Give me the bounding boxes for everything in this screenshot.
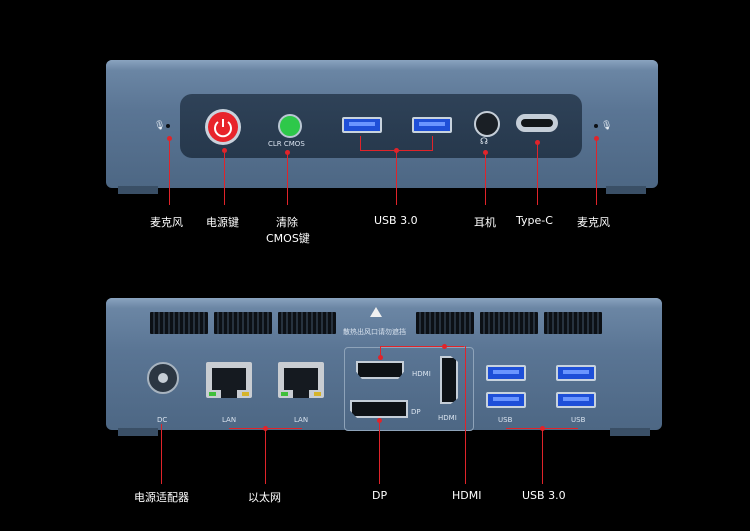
- back-usb-port-1[interactable]: [486, 365, 526, 381]
- warning-icon: [370, 307, 382, 317]
- clear-cmos-button[interactable]: [278, 114, 302, 138]
- callout-line-hdmi-top: [444, 346, 464, 347]
- usb2-text: USB: [571, 416, 586, 424]
- callout-dot-usb: [394, 148, 399, 153]
- label-usb-front: USB 3.0: [374, 214, 418, 227]
- label-dp: DP: [372, 489, 388, 502]
- label-power: 电源键: [206, 216, 239, 229]
- callout-dot-power: [222, 148, 227, 153]
- front-usb-port-1[interactable]: [342, 117, 382, 133]
- callout-dot-dp: [377, 418, 382, 423]
- headphone-icon: ☊: [480, 137, 488, 147]
- front-foot-left: [118, 186, 158, 194]
- dc-text: DC: [157, 416, 168, 424]
- back-foot-right: [610, 428, 650, 436]
- vent-4: [416, 312, 474, 334]
- front-foot-right: [606, 186, 646, 194]
- vent-6: [544, 312, 602, 334]
- clear-cmos-text: CLR CMOS: [268, 140, 305, 148]
- label-clear-cmos-1: 清除: [276, 216, 298, 229]
- callout-dot-mic-right: [594, 136, 599, 141]
- usb1-text: USB: [498, 416, 513, 424]
- callout-line-dc: [161, 424, 162, 484]
- callout-dot-lan: [263, 426, 268, 431]
- callout-line-headphone: [485, 153, 486, 205]
- label-typec: Type-C: [516, 214, 553, 227]
- callout-line-usb: [396, 151, 397, 205]
- lan-port-2-led-green: [281, 392, 288, 396]
- callout-line-lan: [265, 429, 266, 484]
- hdmi-v-text: HDMI: [438, 414, 457, 422]
- video-port-area: [344, 347, 474, 431]
- callout-line-mic-right: [596, 139, 597, 205]
- callout-line-typec: [537, 143, 538, 205]
- hdmi-port-horizontal[interactable]: [356, 361, 404, 379]
- callout-line-cmos: [287, 153, 288, 205]
- warning-text: 散热出风口请勿遮挡: [343, 328, 406, 336]
- lan-port-1-tab: [221, 388, 237, 398]
- callout-dot-headphone: [483, 150, 488, 155]
- power-icon: [214, 119, 232, 138]
- label-clear-cmos-2: CMOS键: [266, 232, 310, 245]
- back-usb-port-4[interactable]: [556, 392, 596, 408]
- label-usb-back: USB 3.0: [522, 489, 566, 502]
- callout-line-hdmi: [465, 346, 466, 484]
- callout-dot-cmos: [285, 150, 290, 155]
- lan-port-2-tab: [293, 388, 309, 398]
- dp-text: DP: [411, 408, 421, 416]
- dp-port[interactable]: [350, 400, 408, 418]
- mic-right-hole: [594, 124, 598, 128]
- back-usb-port-2[interactable]: [486, 392, 526, 408]
- typec-port-inner: [521, 119, 553, 127]
- power-button[interactable]: [205, 109, 241, 145]
- lan-port-2[interactable]: [278, 362, 324, 398]
- hdmi-h-text: HDMI: [412, 370, 431, 378]
- mic-right-icon: 🎙: [601, 121, 613, 131]
- hdmi-port-vertical[interactable]: [440, 356, 458, 404]
- typec-port[interactable]: [516, 114, 558, 132]
- callout-line-usb-left: [360, 136, 361, 150]
- callout-line-hdmi-connect: [380, 346, 442, 347]
- label-mic-left: 麦克风: [150, 216, 183, 229]
- vent-2: [214, 312, 272, 334]
- front-usb-port-2[interactable]: [412, 117, 452, 133]
- callout-line-hdmi-horizontal: [380, 346, 381, 356]
- front-device-top-edge: [106, 60, 658, 70]
- callout-line-power: [224, 151, 225, 205]
- vent-5: [480, 312, 538, 334]
- callout-line-usb-right: [432, 136, 433, 150]
- callout-line-mic-left: [169, 139, 170, 205]
- lan-port-1-hole: [212, 368, 246, 390]
- mic-left-hole: [166, 124, 170, 128]
- lan-port-1[interactable]: [206, 362, 252, 398]
- back-device-top-edge: [106, 298, 662, 308]
- lan-port-1-led-amber: [242, 392, 249, 396]
- label-mic-right: 麦克风: [577, 216, 610, 229]
- callout-dot-typec: [535, 140, 540, 145]
- power-button-face: [208, 112, 238, 142]
- label-hdmi: HDMI: [452, 489, 482, 502]
- back-foot-left: [118, 428, 158, 436]
- lan-port-2-led-amber: [314, 392, 321, 396]
- callout-dot-mic-left: [167, 136, 172, 141]
- callout-line-dp: [379, 421, 380, 484]
- dc-power-jack[interactable]: [147, 362, 179, 394]
- label-ethernet: 以太网: [248, 491, 281, 504]
- vent-3: [278, 312, 336, 334]
- lan1-text: LAN: [222, 416, 237, 424]
- label-power-adapter: 电源适配器: [134, 491, 189, 504]
- lan-port-2-hole: [284, 368, 318, 390]
- callout-line-usb-back: [542, 429, 543, 484]
- callout-dot-usb-back: [540, 426, 545, 431]
- lan-port-1-led-green: [209, 392, 216, 396]
- dc-jack-pin: [158, 373, 168, 383]
- vent-1: [150, 312, 208, 334]
- back-usb-port-3[interactable]: [556, 365, 596, 381]
- lan2-text: LAN: [294, 416, 309, 424]
- callout-dot-hdmi-horizontal: [378, 355, 383, 360]
- headphone-jack[interactable]: [474, 111, 500, 137]
- mic-left-icon: 🎙: [154, 121, 166, 131]
- label-headphone: 耳机: [474, 216, 496, 229]
